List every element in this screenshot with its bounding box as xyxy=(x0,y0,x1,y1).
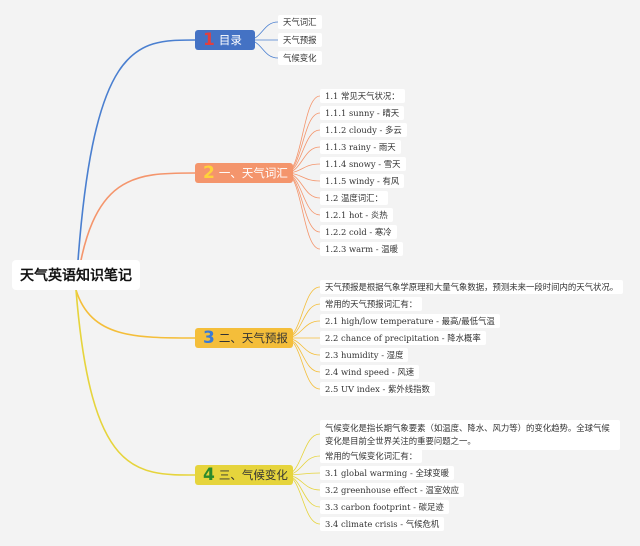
leaf-toc-1[interactable]: 天气词汇 xyxy=(278,15,322,29)
branch-label: 目录 xyxy=(218,33,242,47)
leaf-vocab-4[interactable]: 1.1.3 rainy - 雨天 xyxy=(320,140,401,154)
root-link-3 xyxy=(75,289,196,339)
branch-weather-forecast[interactable]: 3 二、天气预报 xyxy=(195,328,293,348)
leaf-vocab-5[interactable]: 1.1.4 snowy - 雪天 xyxy=(320,157,406,171)
leaf-vocab-7[interactable]: 1.2 温度词汇： xyxy=(320,191,388,205)
branch-number: 2 xyxy=(203,163,215,183)
leaf-climate-3[interactable]: 3.1 global warming - 全球变暖 xyxy=(320,466,454,480)
branch-number: 1 xyxy=(203,30,215,50)
root-link-2 xyxy=(75,172,196,291)
leaf-vocab-8[interactable]: 1.2.1 hot - 炎热 xyxy=(320,208,393,222)
leaf-vocab-3[interactable]: 1.1.2 cloudy - 多云 xyxy=(320,123,407,137)
leaf-vocab-1[interactable]: 1.1 常见天气状况： xyxy=(320,89,405,103)
branch-climate-change[interactable]: 4 三、气候变化 xyxy=(195,465,293,485)
branch-number: 3 xyxy=(203,328,215,348)
leaf-forecast-4[interactable]: 2.2 chance of precipitation - 降水概率 xyxy=(320,331,486,345)
leaf-climate-2[interactable]: 常用的气候变化词汇有： xyxy=(320,449,423,463)
branch-label: 一、天气词汇 xyxy=(218,166,288,180)
branch-number: 4 xyxy=(203,465,215,485)
leaf-climate-4[interactable]: 3.2 greenhouse effect - 温室效应 xyxy=(320,483,464,497)
leaf-toc-2[interactable]: 天气预报 xyxy=(278,33,322,47)
leaf-toc-3[interactable]: 气候变化 xyxy=(278,51,322,65)
leaf-forecast-7[interactable]: 2.5 UV index - 紫外线指数 xyxy=(320,382,435,396)
leaf-forecast-intro[interactable]: 天气预报是根据气象学原理和大量气象数据，预测未来一段时间内的天气状况。 xyxy=(320,280,624,294)
leaf-forecast-5[interactable]: 2.3 humidity - 湿度 xyxy=(320,348,409,362)
leaf-vocab-6[interactable]: 1.1.5 windy - 有风 xyxy=(320,174,405,188)
leaf-link-vocab-1 xyxy=(284,95,321,174)
leaf-vocab-9[interactable]: 1.2.2 cold - 寒冷 xyxy=(320,225,397,239)
branch-label: 三、气候变化 xyxy=(218,468,288,482)
leaf-climate-5[interactable]: 3.3 carbon footprint - 碳足迹 xyxy=(320,500,449,514)
leaf-climate-6[interactable]: 3.4 climate crisis - 气候危机 xyxy=(320,517,445,531)
branch-toc[interactable]: 1 目录 xyxy=(195,30,255,50)
root-link-4 xyxy=(75,289,196,476)
leaf-vocab-2[interactable]: 1.1.1 sunny - 晴天 xyxy=(320,106,405,120)
leaf-forecast-2[interactable]: 常用的天气预报词汇有： xyxy=(320,297,423,311)
branch-label: 二、天气预报 xyxy=(218,331,288,345)
leaf-vocab-10[interactable]: 1.2.3 warm - 温暖 xyxy=(320,242,403,256)
branch-weather-vocabulary[interactable]: 2 一、天气词汇 xyxy=(195,163,293,183)
root-link-1 xyxy=(75,39,196,291)
root-topic[interactable]: 天气英语知识笔记 xyxy=(12,260,140,290)
leaf-climate-intro[interactable]: 气候变化是指长期气象要素（如温度、降水、风力等）的变化趋势。全球气候变化是目前全… xyxy=(320,420,620,450)
leaf-link-vocab-10 xyxy=(284,172,321,250)
leaf-forecast-6[interactable]: 2.4 wind speed - 风速 xyxy=(320,365,420,379)
leaf-forecast-3[interactable]: 2.1 high/low temperature - 最高/最低气温 xyxy=(320,314,500,328)
